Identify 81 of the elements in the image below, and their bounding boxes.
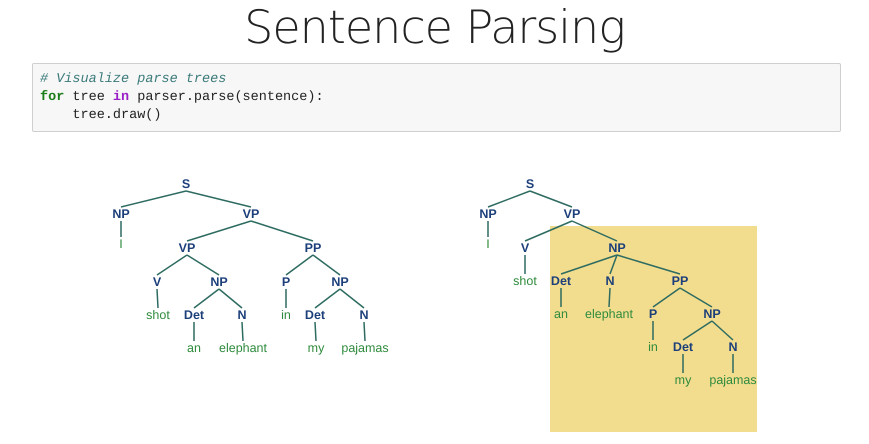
word-label: elephant: [219, 341, 267, 355]
tree-branch-line: [186, 220, 252, 242]
tree-branch-line: [524, 220, 572, 242]
syntax-category-label: N: [728, 340, 738, 354]
syntax-category-label: NP: [608, 241, 626, 255]
word-label: in: [648, 340, 658, 354]
syntax-category-label: NP: [210, 275, 228, 289]
syntax-category-label: V: [520, 241, 530, 255]
tree-branch-line: [487, 221, 489, 237]
syntax-category-label: VP: [178, 241, 196, 255]
word-label: I: [486, 237, 490, 251]
code-line: tree.draw(): [71, 107, 162, 125]
tree-branch-line: [314, 288, 340, 309]
tree-branch-line: [186, 254, 220, 276]
tree-branch-line: [314, 322, 317, 342]
tree-branch-line: [186, 190, 252, 208]
tree-branch-line: [680, 287, 712, 308]
syntax-category-label: P: [648, 307, 658, 321]
tree-branch-line: [560, 254, 618, 275]
syntax-category-label: Det: [550, 274, 572, 288]
tree-branch-line: [682, 354, 684, 373]
syntax-category-label: V: [152, 275, 162, 289]
syntax-category-label: S: [182, 177, 190, 191]
tree-branch-line: [560, 288, 562, 307]
tree-branch-line: [193, 322, 195, 341]
syntax-category-label: S: [526, 177, 534, 191]
slide-title: Sentence Parsing: [243, 0, 626, 54]
tree-branch-line: [312, 254, 340, 276]
word-label: my: [674, 373, 692, 387]
syntax-category-label: VP: [242, 207, 260, 221]
tree-branch-line: [652, 321, 654, 340]
syntax-category-label: Det: [184, 308, 204, 322]
tree-branch-line: [286, 254, 314, 276]
word-label: shot: [513, 274, 537, 288]
tree-branch-line: [682, 320, 712, 341]
tree-branch-line: [732, 354, 734, 373]
tree-branch-line: [363, 322, 366, 342]
word-label: elephant: [585, 307, 633, 321]
syntax-category-label: NP: [331, 275, 349, 289]
highlight-region: [550, 226, 757, 432]
syntax-category-label: NP: [479, 207, 497, 221]
tree-branch-line: [340, 288, 364, 309]
word-label: pajamas: [709, 373, 757, 387]
code-line: for tree in parser.parse(sentence):: [40, 89, 324, 107]
tree-branch-line: [572, 220, 618, 242]
word-label: pajamas: [341, 341, 389, 355]
tree-branch-line: [156, 288, 159, 308]
tree-branch-line: [712, 320, 734, 341]
syntax-category-label: NP: [703, 307, 721, 321]
tree-branch-line: [616, 254, 680, 275]
tree-branch-line: [250, 220, 314, 242]
tree-branch-line: [120, 221, 122, 237]
tree-branch-line: [524, 255, 526, 274]
tree-branch-line: [218, 288, 242, 309]
tree-branch-line: [241, 322, 244, 342]
syntax-category-label: Det: [304, 308, 326, 322]
word-label: in: [281, 308, 291, 322]
syntax-category-label: PP: [304, 241, 322, 255]
code-comment: # Visualize parse trees: [40, 71, 226, 89]
tree-branch-line: [194, 288, 220, 309]
syntax-category-label: N: [359, 308, 369, 322]
syntax-category-label: N: [605, 274, 615, 288]
tree-branch-line: [608, 288, 611, 308]
syntax-category-label: VP: [564, 207, 580, 221]
word-label: I: [119, 237, 123, 251]
syntax-category-label: PP: [672, 274, 688, 288]
syntax-category-label: Det: [672, 340, 694, 354]
syntax-category-label: N: [237, 308, 247, 322]
tree-branch-line: [120, 190, 186, 208]
word-label: an: [554, 307, 568, 321]
word-label: my: [308, 341, 324, 355]
syntax-category-label: NP: [112, 207, 130, 221]
tree-branch-line: [609, 254, 618, 274]
word-label: shot: [146, 308, 170, 322]
tree-branch-line: [285, 289, 287, 308]
tree-branch-line: [488, 190, 530, 208]
syntax-category-label: P: [282, 275, 290, 289]
tree-branch-line: [156, 254, 188, 276]
tree-branch-line: [652, 287, 680, 308]
tree-branch-line: [530, 190, 572, 208]
word-label: an: [187, 341, 201, 355]
